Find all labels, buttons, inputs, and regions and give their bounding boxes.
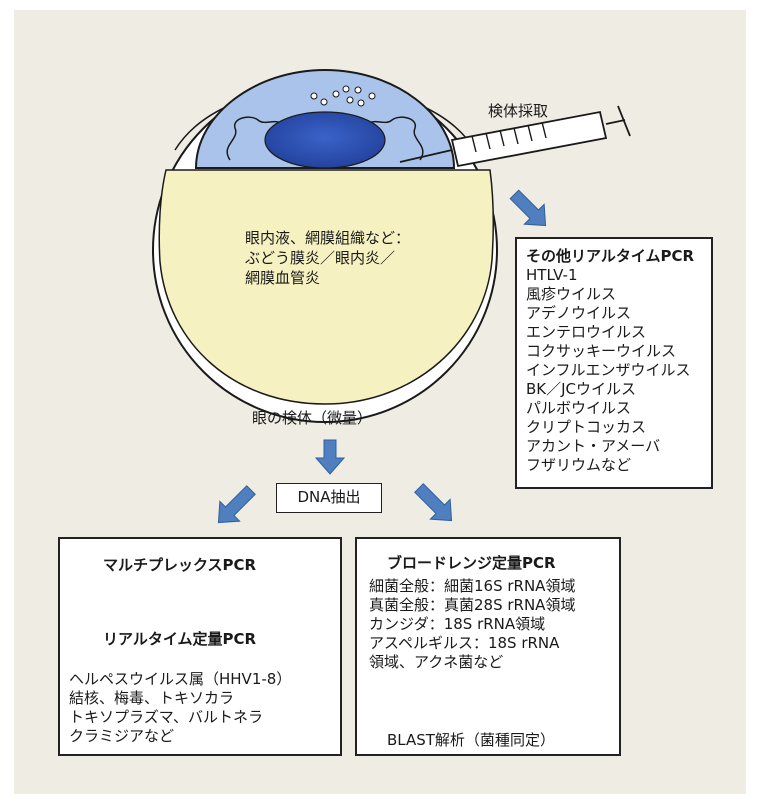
other-pcr-item: BK／JCウイルス [526,380,637,398]
arrow-down-to-dna [314,439,346,475]
fluid-label-line-3: 網膜血管炎 [245,269,321,287]
cell-bubbles [310,85,376,107]
realtime-quant-pcr-title: リアルタイム定量PCR [103,630,257,648]
other-pcr-item: パルボウイルス [526,399,632,417]
arrow-to-multiplex [217,485,256,524]
blast-analysis-label: BLAST解析（菌種同定） [387,731,555,749]
broadrange-pcr-box: ブロードレンジ定量PCR 細菌全般：細菌16S rRNA領域 真菌全般：真菌28… [355,537,621,756]
dna-extraction-label: DNA抽出 [297,488,361,506]
other-realtime-pcr-box: その他リアルタイムPCR HTLV-1 風疹ウイルス アデノウイルス エンテロウ… [515,237,713,489]
multiplex-item: ヘルペスウイルス属（HHV1-8） [69,670,292,688]
broadrange-item: 領域、アクネ菌など [369,653,504,671]
broadrange-item: 細菌全般：細菌16S rRNA領域 [369,577,576,595]
multiplex-pcr-box: マルチプレックスPCR リアルタイム定量PCR ヘルペスウイルス属（HHV1-8… [58,537,342,756]
other-pcr-item: アカント・アメーバ [526,437,661,455]
broadrange-pcr-title: ブロードレンジ定量PCR [387,554,556,572]
other-pcr-item: 風疹ウイルス [526,285,617,303]
other-pcr-item: フザリウムなど [526,456,632,474]
lens [264,111,386,169]
other-pcr-item: コクサッキーウイルス [526,342,677,360]
dna-extraction-box: DNA抽出 [276,483,382,513]
multiplex-item: 結核、梅毒、トキソカラ [69,689,235,707]
fluid-label-line-1: 眼内液、網膜組織など： [245,229,411,247]
multiplex-item: トキソプラズマ、バルトネラ [69,708,263,726]
arrow-to-other-pcr [509,189,547,227]
eye-sample-label: 眼の検体（微量） [252,409,373,427]
iris-right [367,116,424,161]
broadrange-item: カンジダ：18S rRNA領域 [369,615,546,633]
sample-collection-label: 検体採取 [488,102,549,120]
other-pcr-item: インフルエンザウイルス [526,361,691,379]
broadrange-item: 真菌全般：真菌28S rRNA領域 [369,596,576,614]
broadrange-item: アスペルギルス：18S rRNA [369,634,560,652]
multiplex-pcr-title: マルチプレックスPCR [103,556,257,574]
other-pcr-item: クリプトコッカス [526,418,647,436]
arrow-to-broadrange [414,483,453,522]
iris-left [226,116,283,161]
multiplex-item: クラミジアなど [69,727,175,745]
syringe [399,105,631,168]
other-pcr-item: アデノウイルス [526,304,632,322]
other-realtime-pcr-title: その他リアルタイムPCR [526,247,695,265]
fluid-label-line-2: ぶどう膜炎／眼内炎／ [245,249,396,267]
other-pcr-item: エンテロウイルス [526,323,647,341]
vitreous-body [158,169,495,405]
other-pcr-item: HTLV-1 [526,266,578,284]
